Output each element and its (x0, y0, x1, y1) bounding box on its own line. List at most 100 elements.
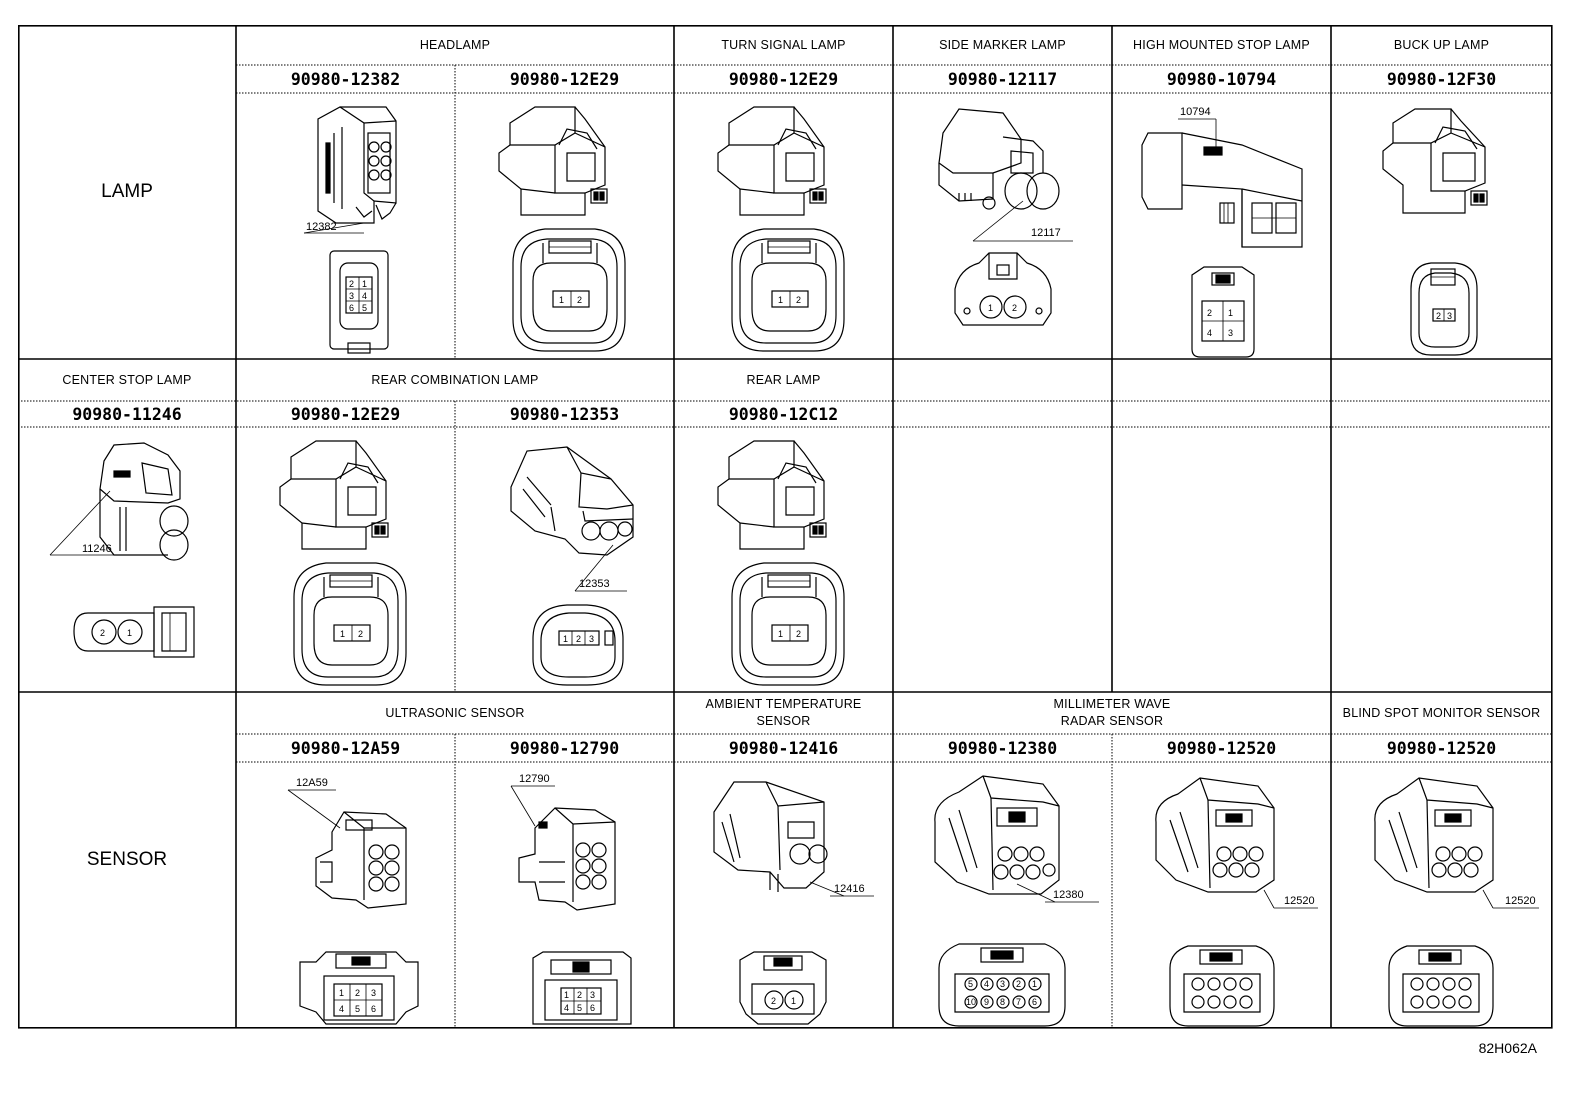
svg-text:4: 4 (362, 291, 367, 301)
svg-text:1: 1 (778, 629, 783, 639)
svg-text:2: 2 (577, 295, 582, 305)
svg-text:5: 5 (355, 1004, 360, 1014)
connector-illustration-12C12: 1 2 (674, 427, 893, 692)
svg-text:2: 2 (577, 990, 582, 1000)
part-number-rear-combination-lamp-2: 90980-12353 (509, 404, 620, 424)
callout-label: 12416 (834, 883, 865, 895)
section-lamp: LAMP (101, 181, 153, 202)
svg-text:1: 1 (339, 988, 344, 998)
svg-text:2: 2 (100, 628, 105, 638)
svg-text:6: 6 (371, 1004, 376, 1014)
callout-label: 11246 (82, 543, 112, 555)
svg-text:9: 9 (984, 997, 989, 1007)
svg-text:5: 5 (577, 1003, 582, 1013)
svg-text:2: 2 (1012, 303, 1017, 313)
svg-text:1: 1 (564, 990, 569, 1000)
part-number-side-marker-lamp: 90980-12117 (947, 69, 1058, 89)
part-number-headlamp-1: 90980-12382 (290, 69, 401, 89)
connector-illustration-12353: 12353 1 2 3 (455, 427, 674, 692)
category-ultrasonic-sensor: ULTRASONIC SENSOR (385, 705, 525, 720)
connector-illustration-12520: 12520 (1112, 762, 1331, 1028)
svg-text:1: 1 (1228, 308, 1233, 318)
svg-text:3: 3 (371, 988, 376, 998)
svg-text:2: 2 (771, 996, 776, 1006)
callout-label: 12353 (579, 578, 610, 590)
svg-text:4: 4 (564, 1003, 569, 1013)
connector-illustration-12E29: 1 2 (674, 93, 893, 359)
callout-label: 12520 (1284, 895, 1315, 907)
connector-illustration-12380: 12380 1 2 3 4 5 6 7 8 9 10 (893, 762, 1112, 1028)
svg-text:10: 10 (966, 997, 976, 1007)
connector-illustration-11246: 11246 2 1 (18, 427, 236, 692)
connector-illustration-12520: 12520 (1331, 762, 1552, 1028)
svg-text:6: 6 (1032, 997, 1037, 1007)
category-side-marker-lamp: SIDE MARKER LAMP (939, 37, 1066, 52)
callout-label: 12790 (519, 773, 550, 785)
category-center-stop-lamp: CENTER STOP LAMP (62, 372, 192, 387)
connector-chart: LAMP HEADLAMP TURN SIGNAL LAMP SIDE MARK… (18, 25, 1552, 1028)
svg-text:1: 1 (362, 279, 367, 289)
svg-text:6: 6 (590, 1003, 595, 1013)
svg-text:2: 2 (796, 629, 801, 639)
svg-text:2: 2 (576, 634, 581, 644)
svg-text:3: 3 (1228, 328, 1233, 338)
category-turn-signal-lamp: TURN SIGNAL LAMP (721, 37, 846, 52)
callout-label: 12380 (1053, 889, 1084, 901)
connector-illustration-12A59: 12A59 1 2 3 4 5 6 (236, 762, 455, 1028)
connector-illustration-12382: 12382 2 1 3 4 6 5 (236, 93, 455, 359)
connector-illustration-12F30: 2 3 (1331, 93, 1552, 359)
svg-text:2: 2 (1207, 308, 1212, 318)
connector-illustration-10794: 10794 2 1 4 3 (1112, 93, 1331, 359)
part-number-headlamp-2: 90980-12E29 (509, 69, 620, 89)
svg-text:2: 2 (1436, 311, 1441, 321)
callout-label: 12382 (306, 221, 337, 233)
table-grid (18, 25, 1553, 1029)
svg-text:1: 1 (791, 996, 796, 1006)
connector-illustration-12790: 12790 1 2 3 4 5 6 (455, 762, 674, 1028)
category-rear-lamp: REAR LAMP (746, 372, 821, 387)
svg-text:3: 3 (589, 634, 594, 644)
category-buck-up-lamp: BUCK UP LAMP (1393, 37, 1490, 52)
connector-illustration-12E29: 1 2 (455, 93, 674, 359)
category-headlamp: HEADLAMP (419, 37, 491, 52)
callout-label: 12A59 (296, 777, 328, 789)
connector-illustration-12E29: 1 2 (236, 427, 455, 692)
svg-text:4: 4 (339, 1004, 344, 1014)
category-ambient-temperature-sensor: AMBIENT TEMPERATURE SENSOR (705, 697, 862, 728)
svg-text:6: 6 (349, 303, 354, 313)
category-blind-spot-monitor-sensor: BLIND SPOT MONITOR SENSOR (1342, 705, 1541, 720)
svg-text:3: 3 (1447, 311, 1452, 321)
svg-text:1: 1 (340, 629, 345, 639)
svg-text:4: 4 (984, 979, 989, 989)
part-number-rear-lamp: 90980-12C12 (728, 404, 839, 424)
svg-text:8: 8 (1000, 997, 1005, 1007)
svg-text:1: 1 (988, 303, 993, 313)
part-number-high-mounted-stop-lamp: 90980-10794 (1166, 69, 1277, 89)
svg-text:7: 7 (1016, 997, 1021, 1007)
part-number-center-stop-lamp: 90980-11246 (72, 404, 182, 424)
callout-label: 10794 (1180, 106, 1211, 118)
svg-text:3: 3 (349, 291, 354, 301)
svg-text:3: 3 (1000, 979, 1005, 989)
svg-text:2: 2 (349, 279, 354, 289)
part-number-millimeter-wave-radar-sensor-2: 90980-12520 (1166, 738, 1277, 758)
svg-text:1: 1 (563, 634, 568, 644)
svg-text:4: 4 (1207, 328, 1212, 338)
svg-text:1: 1 (1032, 979, 1037, 989)
category-millimeter-wave-radar-sensor: MILLIMETER WAVE RADAR SENSOR (1053, 697, 1171, 728)
svg-text:3: 3 (590, 990, 595, 1000)
part-number-ultrasonic-sensor-1: 90980-12A59 (290, 738, 401, 758)
callout-label: 12520 (1505, 895, 1536, 907)
part-number-millimeter-wave-radar-sensor-1: 90980-12380 (947, 738, 1058, 758)
part-number-buck-up-lamp: 90980-12F30 (1386, 69, 1497, 89)
part-number-rear-combination-lamp-1: 90980-12E29 (290, 404, 401, 424)
connector-illustration-12117: 12117 1 2 (893, 93, 1112, 359)
part-number-ambient-temperature-sensor: 90980-12416 (728, 738, 839, 758)
part-number-blind-spot-monitor-sensor: 90980-12520 (1386, 738, 1497, 758)
svg-text:1: 1 (778, 295, 783, 305)
svg-text:2: 2 (796, 295, 801, 305)
svg-text:1: 1 (127, 628, 132, 638)
svg-text:5: 5 (362, 303, 367, 313)
category-rear-combination-lamp: REAR COMBINATION LAMP (371, 372, 539, 387)
callout-label: 12117 (1031, 227, 1061, 239)
